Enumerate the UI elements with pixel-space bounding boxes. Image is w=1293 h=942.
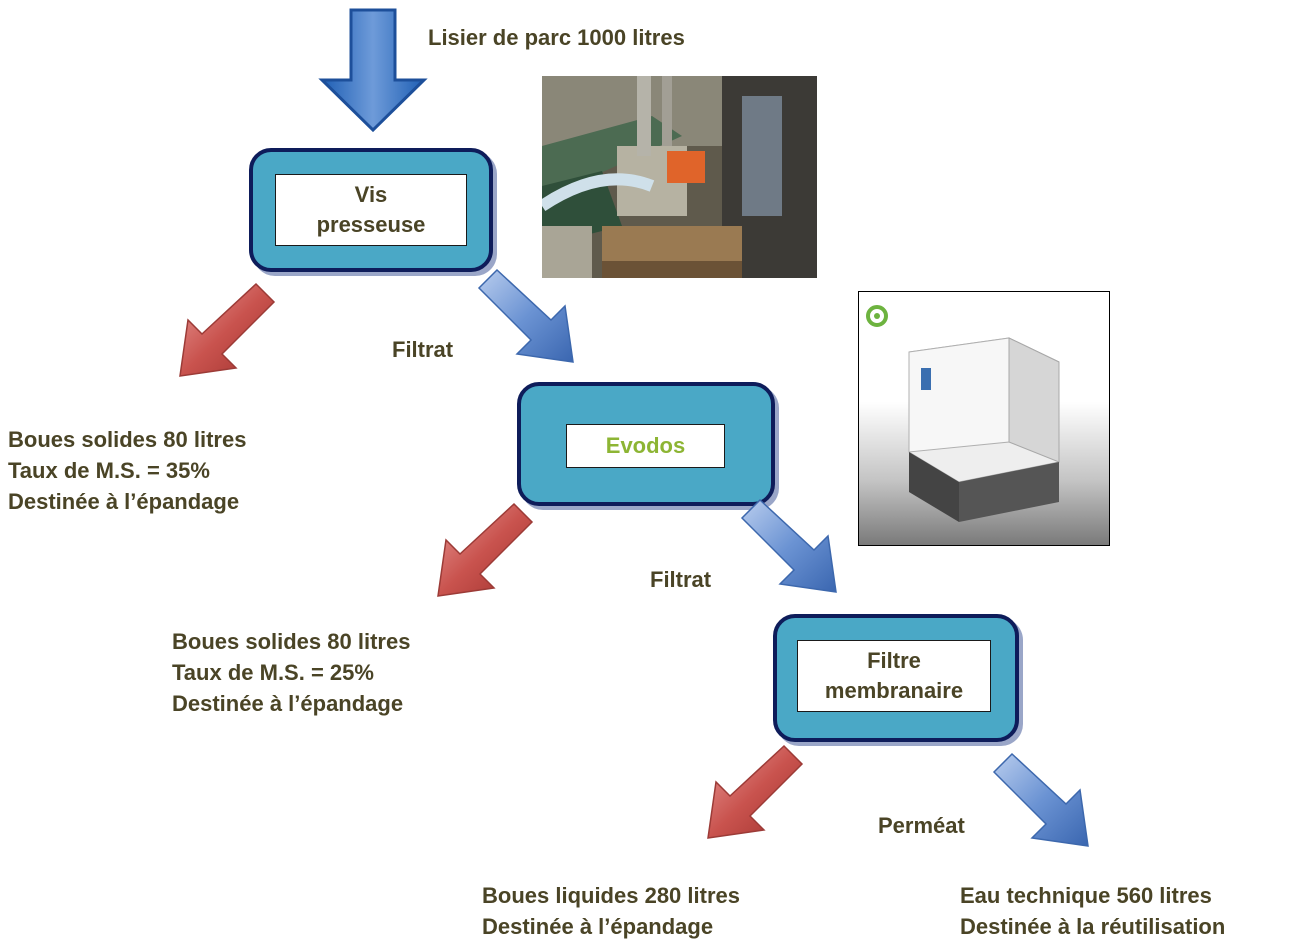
eau-technique-text: Eau technique 560 litres Destinée à la r…	[960, 880, 1225, 942]
boues-1-line3: Destinée à l’épandage	[8, 489, 240, 514]
evodos-line1: Evodos	[605, 433, 686, 458]
filtrat-arrow-2-icon	[740, 498, 837, 593]
boues-3-line2: Destinée à l’épandage	[482, 914, 714, 939]
boues-1-line2: Taux de M.S. = 35%	[8, 458, 210, 483]
filtre-line2: membranaire	[824, 678, 964, 703]
eau-line2: Destinée à la réutilisation	[960, 914, 1226, 939]
evodos-label: Evodos	[566, 424, 725, 468]
filtre-membranaire-node: Filtre membranaire	[773, 614, 1019, 742]
vis-presseuse-label: Vis presseuse	[275, 174, 467, 246]
boues-2-line3: Destinée à l’épandage	[172, 691, 404, 716]
solids-arrow-2-icon	[437, 502, 534, 597]
boues-1-line1: Boues solides 80 litres	[8, 427, 247, 452]
permeat-arrow-icon	[992, 752, 1089, 847]
solids-arrow-1-icon	[179, 282, 276, 377]
boues-2-line2: Taux de M.S. = 25%	[172, 660, 374, 685]
permeat-label: Perméat	[878, 813, 965, 838]
evodos-node: Evodos	[517, 382, 775, 506]
vis-presseuse-line1: Vis	[354, 182, 388, 207]
eau-line1: Eau technique 560 litres	[960, 883, 1212, 908]
boues-2-line1: Boues solides 80 litres	[172, 629, 411, 654]
liquids-arrow-icon	[707, 744, 804, 839]
vis-presseuse-line2: presseuse	[316, 212, 426, 237]
filtrat-label-2: Filtrat	[650, 567, 712, 592]
boues-solides-2-text: Boues solides 80 litres Taux de M.S. = 2…	[172, 626, 410, 719]
filtrat-label-1: Filtrat	[392, 337, 454, 362]
evodos-photo	[858, 291, 1110, 546]
vis-presseuse-photo	[542, 76, 817, 278]
filtre-membranaire-label: Filtre membranaire	[797, 640, 991, 712]
vis-presseuse-node: Vis presseuse	[249, 148, 493, 272]
filtrat-arrow-1-icon	[477, 268, 574, 363]
filtre-line1: Filtre	[867, 648, 921, 673]
boues-3-line1: Boues liquides 280 litres	[482, 883, 740, 908]
boues-solides-1-text: Boues solides 80 litres Taux de M.S. = 3…	[8, 424, 246, 517]
input-arrow-icon	[318, 8, 428, 133]
input-label: Lisier de parc 1000 litres	[428, 25, 685, 50]
boues-liquides-text: Boues liquides 280 litres Destinée à l’é…	[482, 880, 740, 942]
